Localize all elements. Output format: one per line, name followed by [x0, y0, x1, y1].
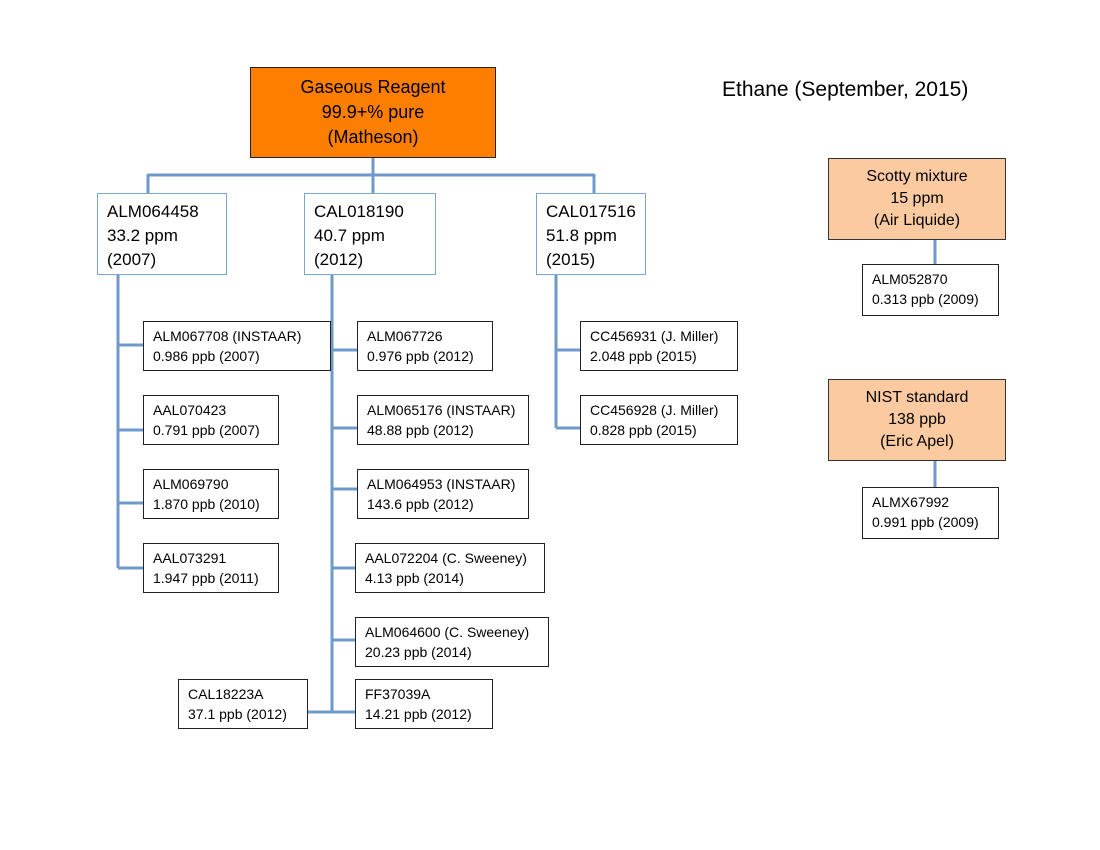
cylinder-box: ALM064600 (C. Sweeney) 20.23 ppb (2014) — [355, 617, 549, 667]
cylinder-value: 37.1 ppb (2012) — [188, 706, 287, 722]
root-line3: (Matheson) — [327, 127, 419, 147]
cylinder-box: ALM052870 0.313 ppb (2009) — [862, 264, 999, 316]
cylinder-id: AAL073291 — [153, 550, 227, 566]
cylinder-value: 0.976 ppb (2012) — [367, 348, 474, 364]
root-line2: 99.9+% pure — [321, 102, 425, 122]
cylinder-box: ALMX67992 0.991 ppb (2009) — [862, 487, 999, 539]
cylinder-id: ALM067708 (INSTAAR) — [153, 328, 302, 344]
cylinder-box: ALM067726 0.976 ppb (2012) — [357, 321, 493, 371]
cylinder-value: 20.23 ppb (2014) — [365, 644, 472, 660]
cylinder-box: AAL070423 0.791 ppb (2007) — [143, 395, 279, 445]
cylinder-id: ALM067726 — [367, 328, 443, 344]
standard-conc: 40.7 ppm — [314, 226, 385, 245]
cylinder-value: 0.313 ppb (2009) — [872, 291, 979, 307]
cylinder-id: ALM064600 (C. Sweeney) — [365, 624, 530, 640]
cylinder-id: CAL18223A — [188, 686, 264, 702]
cylinder-value: 1.947 ppb (2011) — [153, 570, 259, 586]
cylinder-value: 14.21 ppb (2012) — [365, 706, 472, 722]
nist-line2: 138 ppb — [888, 411, 946, 428]
standard-id: CAL018190 — [314, 202, 404, 221]
root-line1: Gaseous Reagent — [300, 77, 446, 97]
cylinder-value: 0.791 ppb (2007) — [153, 422, 260, 438]
cylinder-id: ALM069790 — [153, 476, 229, 492]
nist-line3: (Eric Apel) — [880, 433, 954, 450]
cylinder-box: ALM065176 (INSTAAR) 48.88 ppb (2012) — [357, 395, 529, 445]
scotty-line3: (Air Liquide) — [873, 212, 961, 229]
standard-year: (2012) — [314, 250, 364, 269]
cylinder-value: 0.991 ppb (2009) — [872, 514, 979, 530]
standard-year: (2007) — [107, 250, 157, 269]
cylinder-id: ALMX67992 — [872, 494, 950, 510]
cylinder-value: 0.828 ppb (2015) — [590, 422, 697, 438]
cylinder-value: 48.88 ppb (2012) — [367, 422, 474, 438]
standard-year: (2015) — [546, 250, 596, 269]
root-box-gaseous-reagent: Gaseous Reagent 99.9+% pure (Matheson) — [250, 67, 496, 158]
cylinder-id: AAL072204 (C. Sweeney) — [365, 550, 527, 566]
nist-standard-box: NIST standard 138 ppb (Eric Apel) — [828, 379, 1006, 461]
standard-conc: 33.2 ppm — [107, 226, 178, 245]
scotty-line2: 15 ppm — [890, 190, 944, 207]
cylinder-value: 143.6 ppb (2012) — [367, 496, 474, 512]
scotty-mixture-box: Scotty mixture 15 ppm (Air Liquide) — [828, 158, 1006, 240]
cylinder-box: CAL18223A 37.1 ppb (2012) — [178, 679, 308, 729]
cylinder-id: ALM064953 (INSTAAR) — [367, 476, 516, 492]
standard-box-2: CAL018190 40.7 ppm (2012) — [304, 193, 436, 275]
cylinder-value: 2.048 ppb (2015) — [590, 348, 697, 364]
nist-line1: NIST standard — [865, 389, 969, 406]
cylinder-value: 0.986 ppb (2007) — [153, 348, 260, 364]
scotty-line1: Scotty mixture — [866, 168, 968, 185]
standard-id: CAL017516 — [546, 202, 636, 221]
cylinder-box: AAL072204 (C. Sweeney) 4.13 ppb (2014) — [355, 543, 545, 593]
standard-id: ALM064458 — [107, 202, 199, 221]
cylinder-value: 1.870 ppb (2010) — [153, 496, 260, 512]
cylinder-id: FF37039A — [365, 686, 431, 702]
standard-box-3: CAL017516 51.8 ppm (2015) — [536, 193, 646, 275]
cylinder-id: ALM052870 — [872, 271, 948, 287]
cylinder-id: CC456931 (J. Miller) — [590, 328, 719, 344]
cylinder-box: CC456931 (J. Miller) 2.048 ppb (2015) — [580, 321, 738, 371]
cylinder-id: AAL070423 — [153, 402, 227, 418]
diagram-title: Ethane (September, 2015) — [722, 78, 969, 101]
cylinder-box: ALM064953 (INSTAAR) 143.6 ppb (2012) — [357, 469, 529, 519]
cylinder-box: FF37039A 14.21 ppb (2012) — [355, 679, 493, 729]
cylinder-id: CC456928 (J. Miller) — [590, 402, 719, 418]
cylinder-box: ALM067708 (INSTAAR) 0.986 ppb (2007) — [143, 321, 331, 371]
standard-conc: 51.8 ppm — [546, 226, 617, 245]
cylinder-box: AAL073291 1.947 ppb (2011) — [143, 543, 279, 593]
standard-box-1: ALM064458 33.2 ppm (2007) — [97, 193, 227, 275]
cylinder-value: 4.13 ppb (2014) — [365, 570, 464, 586]
cylinder-box: CC456928 (J. Miller) 0.828 ppb (2015) — [580, 395, 738, 445]
cylinder-id: ALM065176 (INSTAAR) — [367, 402, 516, 418]
cylinder-box: ALM069790 1.870 ppb (2010) — [143, 469, 279, 519]
